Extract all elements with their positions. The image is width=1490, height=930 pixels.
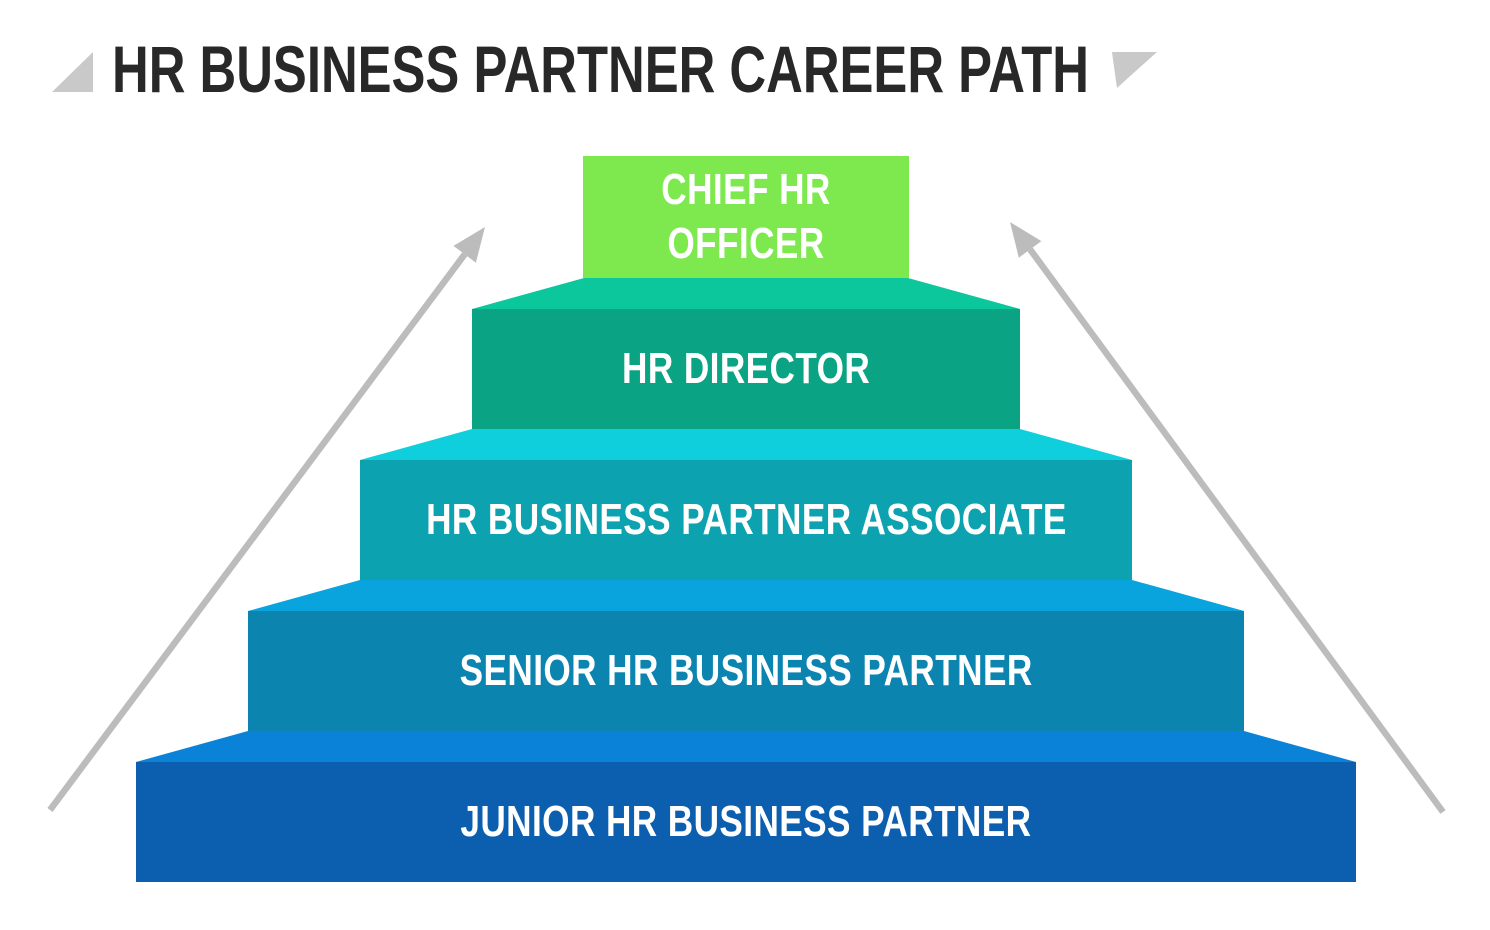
ascent-arrow-left-icon	[47, 227, 485, 812]
step-top-face	[136, 731, 1356, 762]
step-front-face: HR BUSINESS PARTNER ASSOCIATE	[360, 460, 1132, 580]
step-front-face: JUNIOR HR BUSINESS PARTNER	[136, 762, 1356, 882]
level-label: SENIOR HR BUSINESS PARTNER	[459, 646, 1033, 695]
level-label: CHIEF HR OFFICER	[661, 165, 831, 268]
page-title: HR BUSINESS PARTNER CAREER PATH	[112, 32, 1089, 106]
step-front-face: SENIOR HR BUSINESS PARTNER	[248, 611, 1244, 731]
step-top-face	[472, 278, 1020, 309]
level-label: HR DIRECTOR	[621, 344, 871, 393]
step-top-face	[360, 429, 1132, 460]
step-front-face: CHIEF HR OFFICER	[583, 156, 909, 278]
ascent-arrow-right-icon	[1010, 222, 1446, 814]
level-label: JUNIOR HR BUSINESS PARTNER	[460, 797, 1032, 846]
step-top-face	[248, 580, 1244, 611]
level-label: HR BUSINESS PARTNER ASSOCIATE	[425, 495, 1067, 544]
step-front-face: HR DIRECTOR	[472, 309, 1020, 429]
